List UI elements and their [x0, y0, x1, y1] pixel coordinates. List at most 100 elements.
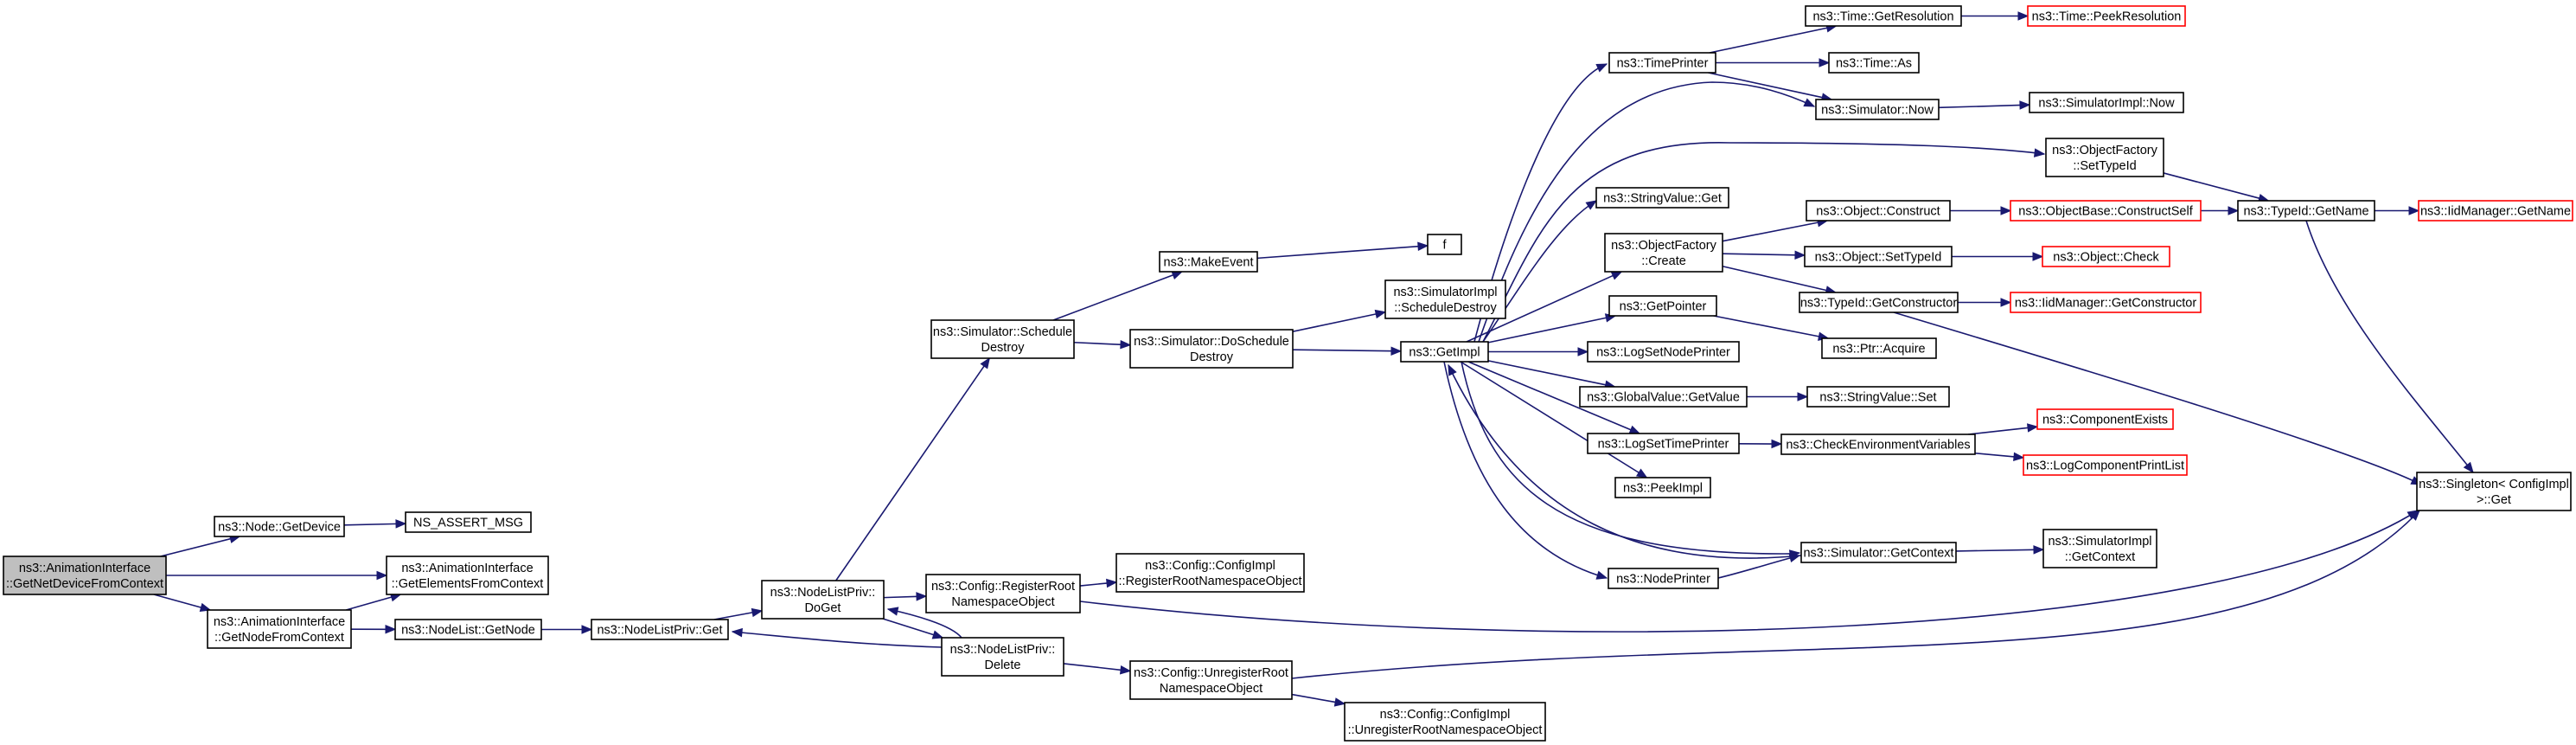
node-box — [1608, 52, 1716, 74]
function-node[interactable]: ns3::Time::GetResolution — [1805, 5, 1962, 27]
function-node[interactable]: ns3::CheckEnvironmentVariables — [1780, 434, 1976, 455]
function-node[interactable]: ns3::NodePrinter — [1608, 568, 1719, 589]
call-edge-line — [1291, 510, 2420, 679]
function-node[interactable]: ns3::SimulatorImpl::Now — [2029, 92, 2184, 113]
function-node[interactable]: ns3::GetPointer — [1608, 295, 1717, 317]
call-edge — [883, 592, 928, 601]
node-box — [2023, 454, 2188, 476]
arrowhead — [2408, 206, 2420, 215]
function-node[interactable]: ns3::LogSetNodePrinter — [1587, 341, 1740, 363]
function-node[interactable]: ns3::IidManager::GetConstructor — [2010, 292, 2202, 313]
function-node[interactable]: ns3::Object::Check — [2042, 246, 2170, 267]
arrowhead — [2032, 252, 2044, 261]
function-node[interactable]: ns3::Config::ConfigImpl::RegisterRootNam… — [1115, 553, 1305, 593]
call-edge-line — [1466, 273, 1615, 343]
function-node[interactable]: ns3::IidManager::GetName — [2418, 200, 2573, 222]
function-node[interactable]: ns3::Simulator::Now — [1815, 99, 1940, 120]
arrowhead — [1333, 697, 1346, 707]
function-node[interactable]: ns3::ObjectFactory::Create — [1604, 233, 1723, 273]
call-edge-line — [1722, 221, 1820, 242]
call-edge — [731, 627, 943, 648]
function-node[interactable]: ns3::LogSetTimePrinter — [1587, 433, 1740, 454]
function-node[interactable]: ns3::LogComponentPrintList — [2023, 454, 2188, 476]
call-edge — [1291, 693, 1346, 707]
node-label: ns3::MakeEvent — [1164, 256, 1254, 270]
function-node[interactable]: ns3::ComponentExists — [2036, 408, 2174, 430]
function-node[interactable]: ns3::SimulatorImpl::GetContext — [2042, 529, 2157, 568]
function-node[interactable]: ns3::Config::RegisterRootNamespaceObject — [925, 574, 1081, 613]
function-node[interactable]: ns3::NodeListPriv::Delete — [941, 637, 1064, 677]
function-node[interactable]: ns3::Config::UnregisterRootNamespaceObje… — [1129, 660, 1293, 700]
function-node[interactable]: ns3::Time::As — [1828, 52, 1920, 74]
node-label: ::GetContext — [2065, 550, 2135, 564]
function-node[interactable]: f — [1427, 234, 1462, 255]
call-edge — [713, 607, 764, 620]
function-node[interactable]: ns3::Object::Construct — [1806, 200, 1951, 222]
function-node[interactable]: ns3::NodeListPriv::DoGet — [761, 580, 885, 620]
function-node[interactable]: ns3::SimulatorImpl::ScheduleDestroy — [1384, 279, 1506, 319]
node-box — [2045, 138, 2164, 177]
function-node[interactable]: ns3::AnimationInterface::GetElementsFrom… — [386, 556, 549, 595]
function-node[interactable]: ns3::Simulator::GetContext — [1800, 542, 1957, 563]
node-label: Delete — [985, 658, 1021, 672]
function-node[interactable]: ns3::TimePrinter — [1608, 52, 1716, 74]
function-node[interactable]: ns3::NodeListPriv::Get — [591, 619, 729, 640]
arrowhead — [1797, 392, 1809, 401]
node-label: ns3::Time::GetResolution — [1812, 10, 1953, 24]
function-node: ns3::AnimationInterface::GetNetDeviceFro… — [3, 556, 167, 595]
node-label: DoGet — [805, 601, 841, 615]
function-node[interactable]: ns3::AnimationInterface::GetNodeFromCont… — [207, 609, 352, 649]
node-box — [214, 516, 345, 537]
arrowhead — [931, 630, 944, 639]
function-node[interactable]: ns3::TypeId::GetName — [2237, 200, 2375, 222]
function-node[interactable]: ns3::GlobalValue::GetValue — [1579, 386, 1748, 408]
arrowhead — [886, 607, 899, 616]
node-box — [1800, 542, 1957, 563]
node-label: Destroy — [1190, 350, 1234, 364]
function-node[interactable]: ns3::StringValue::Get — [1595, 187, 1729, 209]
node-label: ns3::Config::ConfigImpl — [1145, 559, 1275, 573]
node-box — [2418, 200, 2573, 222]
function-node[interactable]: ns3::MakeEvent — [1159, 251, 1258, 273]
function-node[interactable]: ns3::Singleton< ConfigImpl >::Get — [2416, 472, 2572, 511]
call-edge — [1487, 313, 1617, 344]
node-label: ns3::GetImpl — [1409, 346, 1480, 360]
call-edge-line — [1955, 549, 2036, 552]
call-edge — [886, 607, 962, 639]
node-box — [941, 637, 1064, 677]
call-edge — [1717, 553, 1801, 579]
function-node[interactable]: ns3::Ptr::Acquire — [1821, 337, 1937, 359]
node-label: ns3::IidManager::GetName — [2420, 205, 2571, 219]
arrowhead — [1794, 250, 1806, 260]
function-node[interactable]: ns3::Config::ConfigImpl::UnregisterRootN… — [1344, 702, 1546, 742]
function-node[interactable]: ns3::ObjectFactory::SetTypeId — [2045, 138, 2164, 177]
function-node[interactable]: ns3::PeekImpl — [1614, 477, 1711, 498]
function-node[interactable]: ns3::ObjectBase::ConstructSelf — [2010, 200, 2202, 222]
function-node[interactable]: ns3::Simulator::ScheduleDestroy — [930, 319, 1075, 359]
function-node[interactable]: ns3::Time::PeekResolution — [2027, 5, 2186, 27]
call-edge-line — [1079, 510, 2419, 633]
call-edge-line — [732, 631, 943, 648]
function-node[interactable]: ns3::TypeId::GetConstructor — [1799, 292, 1959, 313]
function-node[interactable]: ns3::StringValue::Set — [1806, 386, 1950, 408]
call-edge-line — [1938, 104, 2023, 109]
call-edge — [2163, 172, 2270, 203]
node-box — [1806, 386, 1950, 408]
call-edge — [835, 356, 991, 581]
call-edge-line — [1708, 72, 1825, 99]
node-label: NamespaceObject — [951, 595, 1054, 609]
node-label: ns3::GetPointer — [1620, 300, 1707, 314]
function-node[interactable]: ns3::Node::GetDevice — [214, 516, 345, 537]
node-label: ::RegisterRootNamespaceObject — [1119, 575, 1302, 588]
arrowhead — [376, 570, 388, 581]
node-label: ns3::Time::As — [1836, 57, 1912, 71]
function-node[interactable]: ns3::GetImpl — [1400, 341, 1489, 363]
node-box — [1595, 187, 1729, 209]
function-node[interactable]: NS_ASSERT_MSG — [405, 511, 532, 533]
arrowhead — [1390, 346, 1403, 356]
node-box — [2010, 200, 2202, 222]
function-node[interactable]: ns3::NodeList::GetNode — [394, 619, 542, 640]
function-node[interactable]: ns3::Object::SetTypeId — [1804, 246, 1953, 267]
call-edge-line — [1256, 245, 1421, 260]
